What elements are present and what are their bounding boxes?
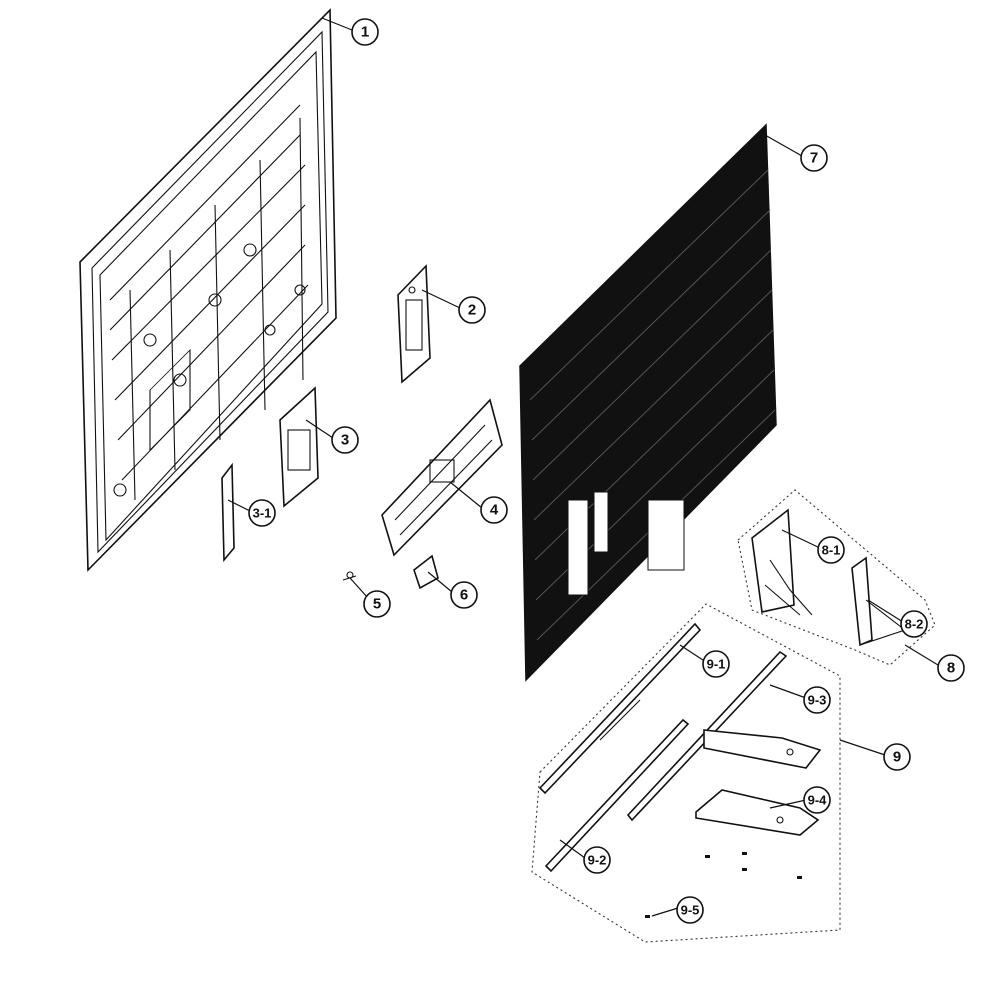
rear-cover-part-7 (519, 123, 777, 682)
callout-8: 8 (937, 654, 965, 682)
svg-text:2: 2 (468, 302, 476, 319)
stand-rail-9-2 (544, 718, 690, 873)
callout-9: 9 (883, 743, 911, 771)
svg-text:9-5: 9-5 (681, 903, 700, 918)
leader-lines (227, 17, 939, 917)
stand-rail-9-1 (538, 622, 702, 795)
callout-9-3: 9-3 (803, 686, 831, 714)
bracket-part-4 (381, 398, 503, 557)
callout-9-4: 9-4 (803, 786, 831, 814)
svg-text:8-2: 8-2 (905, 617, 924, 632)
svg-text:8: 8 (947, 660, 955, 677)
clip-part-6 (413, 554, 439, 590)
callout-6: 6 (450, 581, 478, 609)
svg-text:9-2: 9-2 (588, 853, 607, 868)
svg-text:9-1: 9-1 (707, 657, 726, 672)
screw-part-5 (342, 571, 357, 581)
svg-text:4: 4 (490, 502, 499, 519)
board-part-3 (279, 386, 319, 508)
svg-text:9-4: 9-4 (808, 793, 828, 808)
svg-text:1: 1 (361, 24, 369, 41)
stand-foot-9-4 (695, 789, 820, 836)
screws-9-5 (645, 852, 802, 918)
board-part-2 (397, 264, 431, 384)
callout-9-5: 9-5 (676, 896, 704, 924)
callout-5: 5 (363, 590, 391, 618)
svg-text:5: 5 (373, 596, 381, 613)
svg-text:3-1: 3-1 (253, 506, 272, 521)
svg-text:8-1: 8-1 (822, 543, 841, 558)
svg-text:6: 6 (460, 587, 468, 604)
svg-text:7: 7 (810, 150, 818, 167)
callout-8-2: 8-2 (900, 610, 928, 638)
stand-neck-group-8 (737, 489, 936, 666)
callout-9-1: 9-1 (702, 650, 730, 678)
callout-3-1: 3-1 (248, 499, 276, 527)
callout-8-1: 8-1 (817, 536, 845, 564)
svg-text:9: 9 (893, 749, 901, 766)
stand-leg-9-3 (626, 650, 822, 822)
stand-neck-part-8-1 (751, 508, 813, 616)
callout-3: 3 (331, 426, 359, 454)
stand-cover-part-8-2 (851, 556, 907, 647)
callout-7: 7 (800, 144, 828, 172)
strip-board-3-1 (221, 462, 235, 563)
stand-base-group-9 (531, 603, 841, 943)
display-panel-frame (79, 8, 337, 572)
callout-9-2: 9-2 (583, 846, 611, 874)
svg-text:9-3: 9-3 (808, 693, 827, 708)
svg-text:3: 3 (341, 432, 349, 449)
callout-2: 2 (458, 296, 486, 324)
callout-4: 4 (480, 496, 508, 524)
callout-1: 1 (351, 18, 379, 46)
